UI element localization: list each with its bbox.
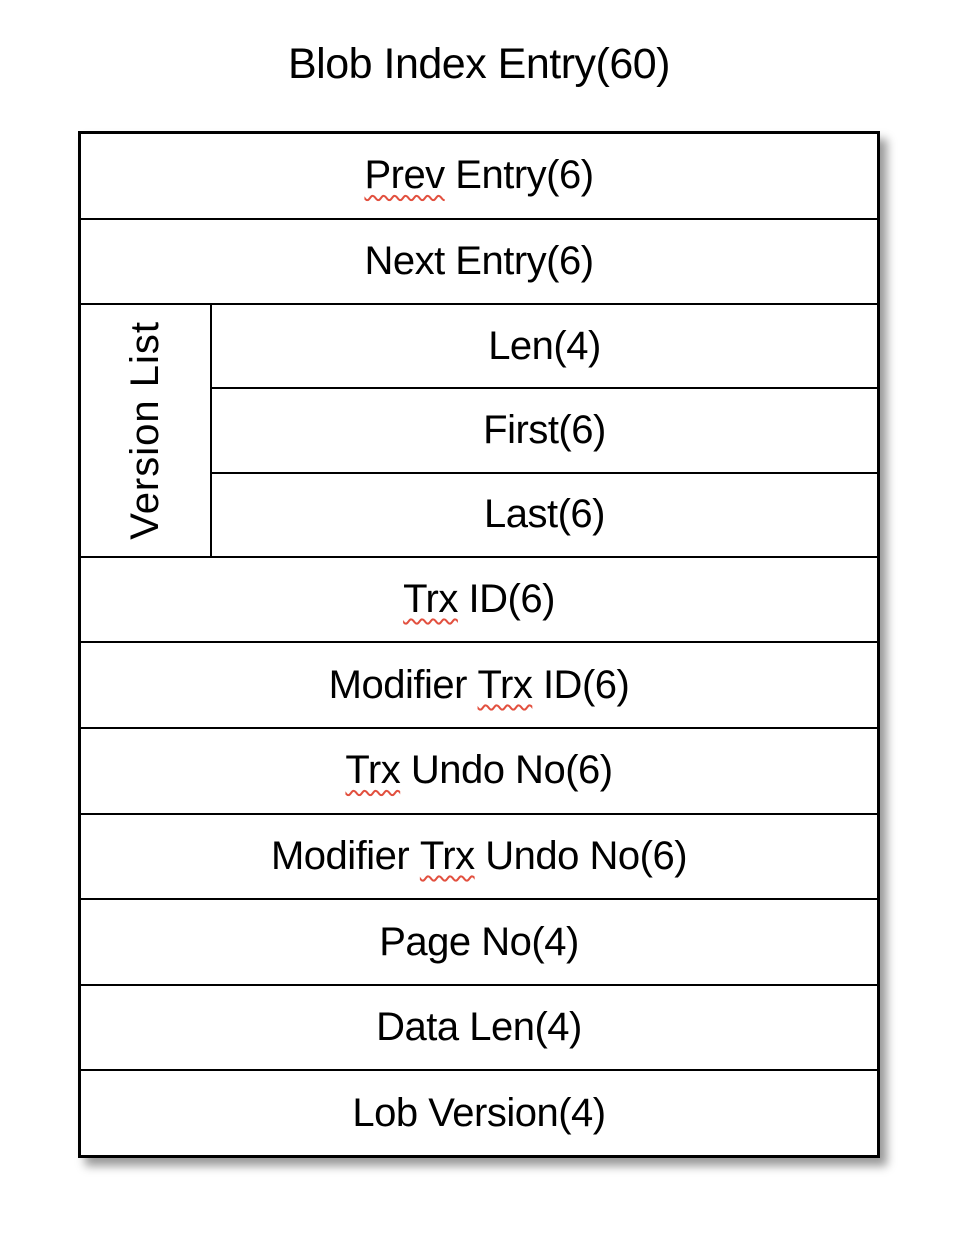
field-row-len: Len(4) bbox=[212, 305, 877, 388]
spellcheck-flagged-word: Trx bbox=[419, 833, 475, 878]
field-row-lob-version: Lob Version(4) bbox=[81, 1069, 877, 1155]
field-row-prev-entry: Prev Entry(6) bbox=[81, 134, 877, 218]
version-list-label-cell: Version List bbox=[81, 305, 212, 556]
field-row-last: Last(6) bbox=[212, 471, 877, 556]
field-label-pre: First(6) bbox=[483, 408, 606, 453]
field-row-data-len: Data Len(4) bbox=[81, 983, 877, 1070]
diagram-title: Blob Index Entry(60) bbox=[288, 40, 670, 88]
spellcheck-flagged-word: Trx bbox=[345, 748, 401, 793]
field-label-post: ID(6) bbox=[457, 577, 556, 622]
field-row-modifier-trx-id: Modifier Trx ID(6) bbox=[81, 641, 877, 728]
field-label-post: Undo No(6) bbox=[474, 833, 688, 878]
field-label-post: ID(6) bbox=[532, 662, 630, 707]
field-row-next-entry: Next Entry(6) bbox=[81, 217, 877, 304]
field-row-page-no: Page No(4) bbox=[81, 898, 877, 984]
field-label-pre: Lob Version(4) bbox=[352, 1090, 606, 1135]
version-list-rows: Len(4) First(6) Last(6) bbox=[212, 305, 877, 556]
spellcheck-flagged-word: Trx bbox=[477, 662, 533, 707]
field-label-pre: Next Entry(6) bbox=[364, 238, 594, 283]
field-label-pre: Last(6) bbox=[484, 492, 606, 537]
field-label-post: Entry(6) bbox=[444, 153, 594, 198]
field-label-pre: Modifier bbox=[270, 833, 420, 878]
field-label-pre: Len(4) bbox=[488, 323, 601, 368]
field-label-pre: Page No(4) bbox=[379, 919, 579, 964]
field-row-modifier-trx-undo-no: Modifier Trx Undo No(6) bbox=[81, 812, 877, 899]
blob-index-entry-table: Prev Entry(6) Next Entry(6) Version List… bbox=[78, 131, 880, 1158]
version-list-group: Version List Len(4) First(6) Last(6) bbox=[81, 303, 877, 558]
spellcheck-flagged-word: Trx bbox=[403, 577, 458, 622]
field-row-trx-id: Trx ID(6) bbox=[81, 557, 877, 642]
field-row-trx-undo-no: Trx Undo No(6) bbox=[81, 727, 877, 813]
version-list-label: Version List bbox=[123, 321, 167, 540]
field-label-post: Undo No(6) bbox=[400, 748, 613, 793]
field-label-pre: Data Len(4) bbox=[376, 1005, 582, 1050]
spellcheck-flagged-word: Prev bbox=[364, 153, 445, 198]
field-label-pre: Modifier bbox=[328, 662, 478, 707]
field-row-first: First(6) bbox=[212, 387, 877, 472]
